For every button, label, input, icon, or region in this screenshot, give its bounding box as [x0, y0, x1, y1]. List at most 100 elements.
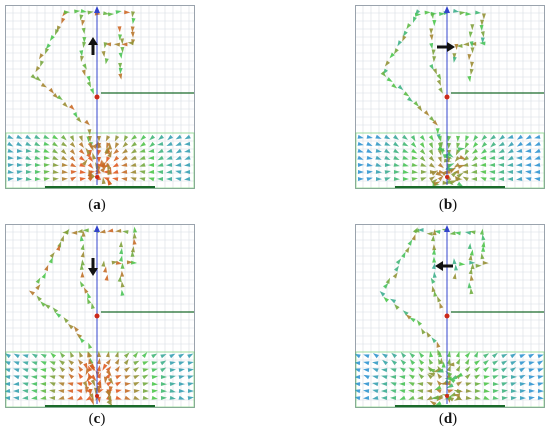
current-arrow — [160, 396, 167, 401]
current-arrow — [13, 375, 20, 380]
current-arrow — [437, 142, 442, 149]
current-arrow — [492, 368, 499, 373]
current-arrow — [528, 381, 535, 386]
current-arrow — [130, 260, 138, 265]
current-arrow — [434, 385, 442, 391]
current-arrow — [519, 354, 526, 359]
current-arrow — [417, 395, 424, 400]
direction-arrow-head — [447, 42, 455, 52]
current-arrow — [79, 351, 84, 358]
current-arrow — [112, 162, 119, 168]
current-arrow — [375, 169, 382, 174]
current-arrow — [446, 151, 454, 158]
current-arrow — [86, 75, 91, 83]
current-arrow — [501, 382, 508, 387]
current-arrow — [386, 77, 393, 82]
current-arrow — [157, 177, 164, 182]
current-arrow — [121, 42, 128, 47]
current-arrow — [97, 135, 102, 142]
current-arrow — [490, 141, 497, 148]
current-arrow — [89, 393, 94, 401]
current-arrow — [413, 228, 420, 233]
current-arrow — [141, 352, 148, 359]
current-arrow — [402, 177, 409, 182]
current-arrow — [124, 382, 131, 387]
current-arrow — [115, 395, 122, 400]
current-arrow — [34, 155, 41, 160]
current-arrow — [78, 148, 85, 155]
current-arrow — [372, 353, 379, 359]
current-arrow — [167, 134, 174, 141]
current-arrow — [375, 162, 382, 167]
current-arrow — [419, 155, 426, 162]
current-arrow — [76, 382, 83, 387]
current-arrow — [28, 290, 35, 296]
current-arrow — [406, 23, 412, 30]
current-arrow — [448, 377, 456, 384]
current-arrow — [464, 231, 472, 235]
current-arrow — [393, 170, 400, 175]
current-arrow — [113, 148, 120, 155]
current-arrow — [76, 116, 82, 123]
current-arrow — [483, 395, 490, 400]
current-arrow — [133, 382, 140, 387]
current-arrow — [479, 41, 486, 46]
current-arrow — [30, 73, 37, 80]
current-arrow — [187, 396, 194, 401]
current-arrow — [480, 155, 487, 160]
current-arrow — [474, 360, 481, 366]
direction-arrow-up — [88, 37, 98, 55]
current-arrow — [381, 353, 388, 359]
current-arrow — [537, 375, 544, 380]
current-arrow — [40, 82, 48, 88]
axis-arrowhead — [94, 6, 100, 13]
current-arrow — [465, 135, 470, 142]
current-arrow — [455, 372, 464, 378]
current-arrow — [130, 250, 135, 257]
current-arrow — [431, 248, 436, 255]
current-arrow — [40, 375, 47, 380]
current-arrow — [44, 47, 50, 55]
current-arrow — [56, 95, 63, 101]
current-arrow — [133, 389, 140, 394]
current-arrow — [417, 382, 424, 387]
current-arrow — [414, 12, 422, 17]
current-arrow — [419, 148, 426, 155]
current-arrow — [366, 134, 373, 139]
current-arrow — [107, 377, 114, 385]
current-arrow — [480, 253, 485, 260]
current-arrow — [79, 162, 86, 168]
current-arrow — [123, 352, 130, 359]
direction-arrow-head — [435, 261, 443, 271]
current-arrow — [69, 155, 76, 162]
current-arrow — [442, 180, 450, 185]
current-arrow — [184, 134, 191, 140]
current-arrow — [447, 142, 452, 149]
current-arrow — [25, 176, 32, 181]
current-arrow — [392, 134, 399, 141]
current-arrow — [169, 382, 176, 387]
current-arrow — [489, 134, 496, 140]
current-arrow — [411, 169, 418, 174]
current-arrow — [411, 177, 418, 182]
current-arrow — [423, 110, 430, 116]
current-arrow — [480, 19, 485, 26]
current-arrow — [81, 230, 86, 237]
current-arrow — [130, 134, 137, 140]
current-arrow — [124, 395, 131, 400]
current-arrow — [483, 382, 490, 387]
current-arrow — [22, 361, 29, 366]
current-arrow — [399, 389, 406, 394]
current-arrow — [516, 155, 523, 160]
current-arrow — [79, 50, 84, 57]
current-arrow — [40, 361, 47, 366]
current-arrow — [60, 148, 67, 155]
current-arrow — [103, 11, 110, 16]
current-arrow — [61, 155, 68, 161]
current-arrow — [447, 163, 455, 169]
current-arrow — [13, 361, 20, 366]
current-arrow — [471, 162, 478, 167]
current-arrow — [464, 373, 471, 380]
current-arrow — [35, 277, 41, 284]
current-arrow — [366, 141, 373, 146]
